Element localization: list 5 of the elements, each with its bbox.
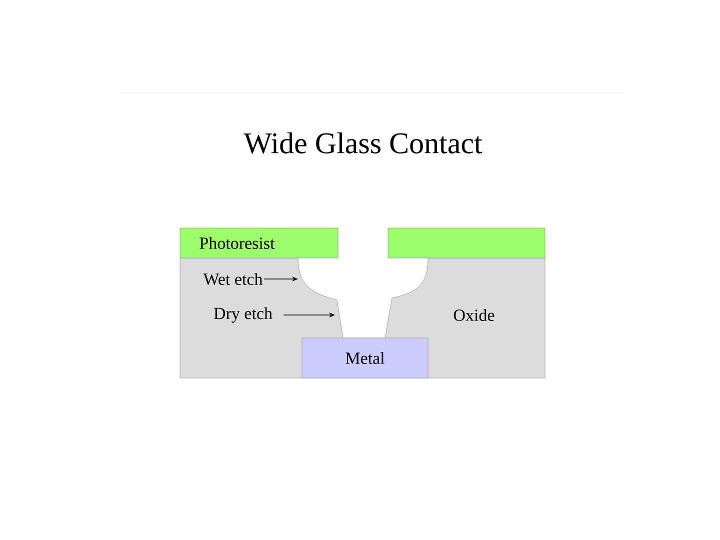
wet-etch-label: Wet etch (203, 272, 263, 286)
title: Wide Glass Contact (244, 132, 482, 154)
photoresist-block: Photoresist (180, 228, 338, 258)
photoresist-block (388, 228, 546, 258)
dry-etch-label: Dry etch (214, 307, 272, 323)
